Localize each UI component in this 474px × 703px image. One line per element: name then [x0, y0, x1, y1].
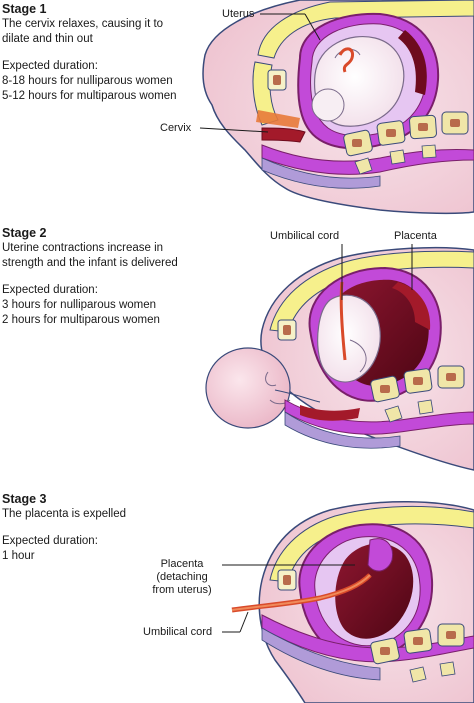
stage-2-description-line-2: strength and the infant is delivered — [2, 257, 178, 269]
stage-2-baby-head — [205, 347, 291, 429]
stage-2-spine — [370, 365, 465, 423]
stage-3-duration-line-1: 1 hour — [2, 550, 35, 562]
stage-1-description-line-2: dilate and thin out — [2, 33, 93, 45]
stage-1-duration-line-2: 5-12 hours for multiparous women — [2, 90, 177, 102]
stage-1-description-line-1: The cervix relaxes, causing it to — [2, 18, 164, 30]
stage-1-duration-heading: Expected duration: — [2, 60, 98, 72]
stage-3-title: Stage 3 — [2, 492, 47, 506]
stage-3-figure — [222, 500, 474, 703]
stage-1-fat-layer — [257, 0, 474, 59]
stage-3-duration-heading: Expected duration: — [2, 535, 98, 547]
stage-3-text: Stage 3 The placenta is expelled Expecte… — [2, 492, 202, 564]
stage-1-duration-line-1: 8-18 hours for nulliparous women — [2, 75, 173, 87]
stage-2-fetus-body — [317, 294, 381, 383]
stage-3-spine — [370, 623, 465, 683]
stage-1-figure — [199, 0, 474, 215]
label-stage-3-umbilical-cord: Umbilical cord — [143, 626, 213, 638]
label-stage-3-placenta-line-2: (detaching — [156, 571, 208, 583]
stage-1-cervix — [261, 127, 306, 143]
label-stage-3-placenta-line-1: Placenta — [160, 558, 204, 570]
stage-2-duration-heading: Expected duration: — [2, 284, 98, 296]
stage-2-duration-line-1: 3 hours for nulliparous women — [2, 299, 157, 311]
stage-1-spine — [343, 111, 469, 175]
stage-1-title: Stage 1 — [2, 2, 47, 16]
stage-3-description-line-1: The placenta is expelled — [2, 508, 127, 520]
label-stage-3-placenta-line-3: from uterus) — [152, 584, 212, 596]
stage-2-duration-line-2: 2 hours for multiparous women — [2, 314, 160, 326]
stage-3-placenta — [335, 543, 414, 639]
stage-2-text: Stage 2 Uterine contractions increase in… — [2, 226, 222, 328]
stage-2-title: Stage 2 — [2, 226, 47, 240]
stage-2-description-line-1: Uterine contractions increase in — [2, 242, 164, 254]
label-stage-2-umbilical-cord: Umbilical cord — [270, 230, 340, 242]
stage-2-figure — [205, 244, 474, 471]
label-stage-2-placenta: Placenta — [394, 230, 437, 242]
label-stage-3-placenta: Placenta (detaching from uterus) — [146, 558, 218, 597]
label-cervix: Cervix — [160, 122, 192, 134]
stage-1-text: Stage 1 The cervix relaxes, causing it t… — [2, 2, 202, 104]
label-uterus: Uterus — [222, 8, 255, 20]
